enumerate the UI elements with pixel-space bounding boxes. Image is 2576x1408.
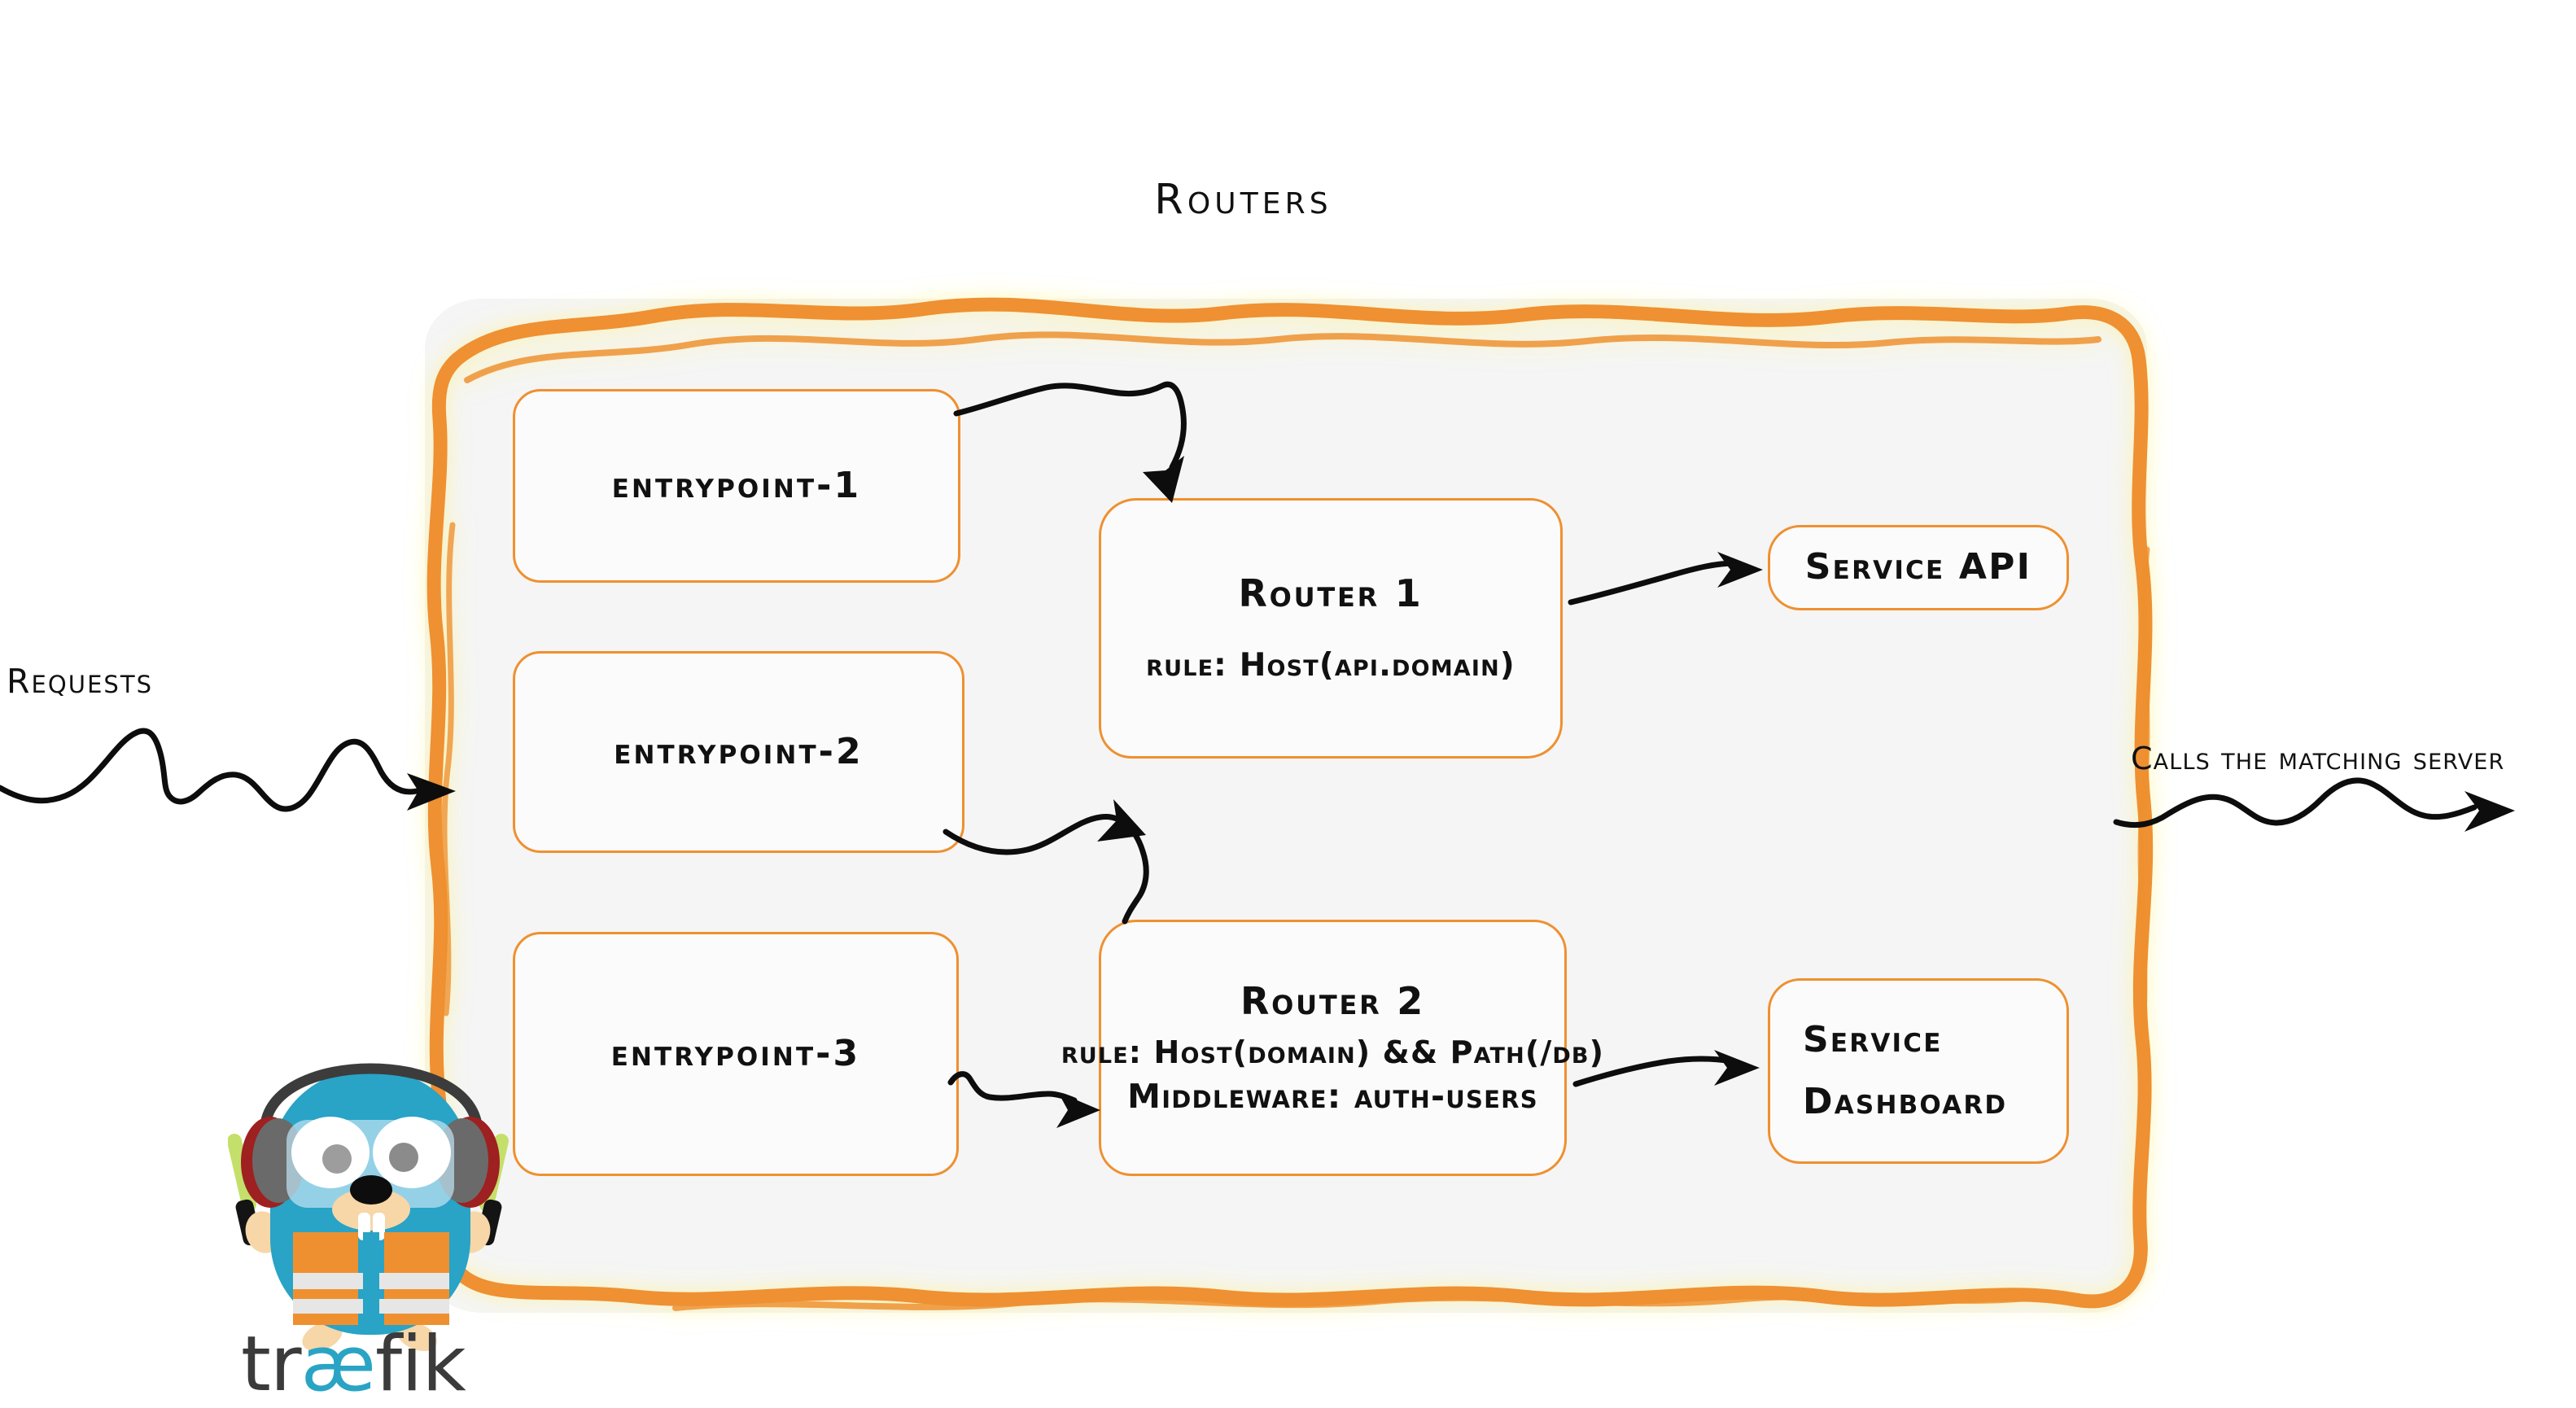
router-middleware-2: Middleware: auth-users [1127,1077,1538,1117]
entrypoint-label-1: entrypoint-1 [611,464,862,506]
router-rule-2: rule: Host(domain) && Path(/db) [1061,1034,1605,1071]
page-title: Routers [0,177,2576,223]
snout [332,1188,410,1231]
router-box-1[interactable]: Router 1 rule: Host(api.domain) [1099,498,1563,759]
arrow-ep2-to-router1 [942,799,1149,925]
arrow-calls-matching-server [2113,777,2515,832]
entrypoint-label-3: entrypoint-3 [610,1032,861,1074]
wordmark-suffix: fik [375,1320,466,1408]
service-label-dashboard-line2: Dashboard [1803,1081,2008,1122]
arrow-ep1-to-router1 [953,381,1187,503]
pupil-right [389,1143,418,1172]
service-label-dashboard-line1: Service [1803,1018,1943,1060]
entrypoint-box-1[interactable]: entrypoint-1 [513,389,960,583]
traefik-gopher-mascot [228,1063,509,1352]
page-title-text: Routers [1154,176,1332,224]
entrypoint-label-2: entrypoint-2 [614,730,864,772]
entrypoint-box-3[interactable]: entrypoint-3 [513,932,959,1176]
router-rule-1: rule: Host(api.domain) [1146,646,1515,684]
arrow-router1-to-service-api [1568,552,1763,606]
safety-vest [293,1232,449,1328]
arrow-requests-in [0,728,456,812]
requests-caption: Requests [7,662,154,701]
nose [350,1175,392,1205]
wordmark-ae: æ [300,1320,376,1408]
router-box-2[interactable]: Router 2 rule: Host(domain) && Path(/db)… [1061,920,1603,1176]
calls-matching-server-caption: Calls the matching server [2131,741,2505,776]
headphone-band [260,1063,483,1130]
foot-left [302,1321,343,1352]
arrow-ep3-to-router2 [947,1071,1100,1128]
pupil-left [322,1144,352,1174]
arrow-router2-to-service-dashboard [1572,1050,1760,1087]
wordmark-prefix: tr [241,1320,302,1408]
router-title-2: Router 2 [1240,978,1426,1023]
service-label-api: Service API [1804,546,2032,588]
traefik-wordmark: træfik [241,1327,466,1403]
router-title-1: Router 1 [1238,571,1424,616]
service-box-dashboard[interactable]: Service Dashboard [1768,978,2069,1164]
entrypoint-box-2[interactable]: entrypoint-2 [513,651,964,853]
service-box-api[interactable]: Service API [1768,525,2069,610]
